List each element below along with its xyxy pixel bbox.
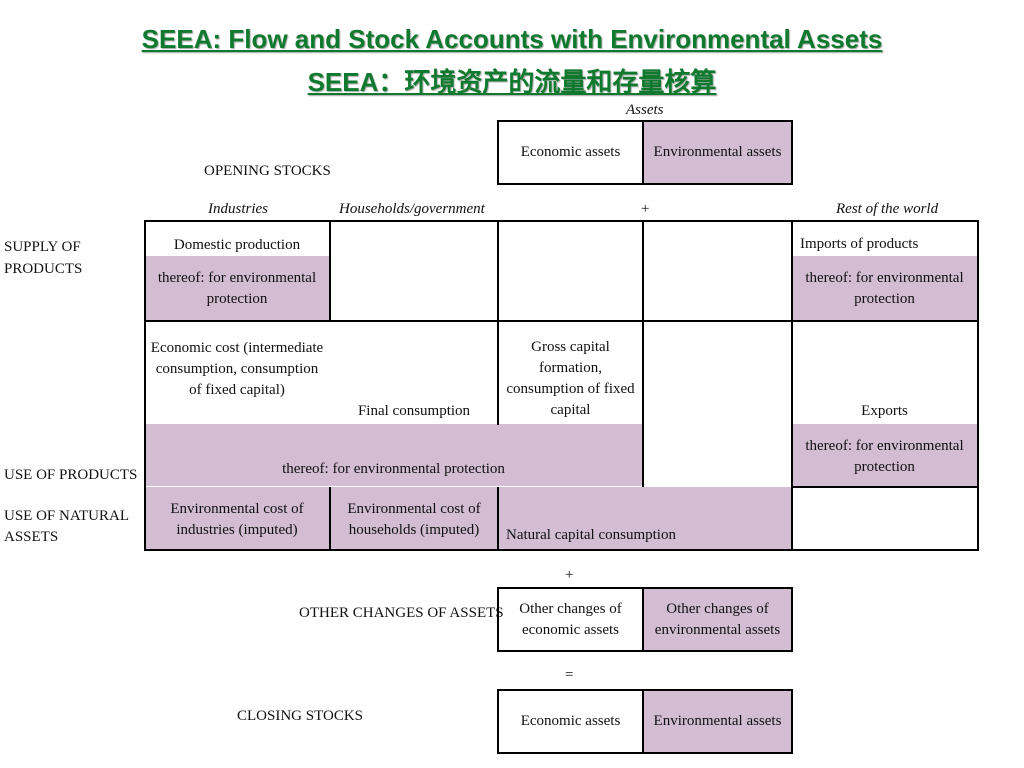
cell-final-consumption: Final consumption xyxy=(357,402,471,419)
closing-environmental-assets: Environmental assets xyxy=(643,690,792,753)
col-header-industries: Industries xyxy=(208,201,268,217)
row-label-supply: SUPPLY OF PRODUCTS xyxy=(4,239,83,277)
cell-natural-capital-consumption: Natural capital consumption xyxy=(506,527,676,543)
opening-economic-assets: Economic assets xyxy=(520,144,621,160)
other-changes-label: OTHER CHANGES OF ASSETS xyxy=(299,605,504,621)
cell-env-cost-industries: Environmental cost of industries (impute… xyxy=(170,501,304,538)
cell-gross-capital-formation: Gross capital formation, consumption of … xyxy=(506,339,635,418)
cell-thereof-env-industries: thereof: for environmental protection xyxy=(157,270,317,307)
row-label-use-products: USE OF PRODUCTS xyxy=(4,467,138,483)
cell-economic-cost: Economic cost (intermediate consumption,… xyxy=(150,339,324,398)
cell-env-cost-households: Environmental cost of households (impute… xyxy=(347,501,481,538)
cell-imports: Imports of products xyxy=(800,236,919,252)
row-label-use-natural: USE OF NATURAL ASSETS xyxy=(4,508,129,545)
page-subtitle: SEEA：环境资产的流量和存量核算 xyxy=(307,67,717,97)
opening-environmental-assets: Environmental assets xyxy=(643,121,792,184)
cell-domestic-production: Domestic production xyxy=(173,236,301,253)
cell-exports: Exports xyxy=(861,402,908,419)
plus-sign: + xyxy=(565,567,574,583)
assets-header: Assets xyxy=(626,102,664,118)
other-changes-economic: Other changes of economic assets xyxy=(519,600,622,638)
other-changes-environmental: Other changes of environmental assets xyxy=(643,588,792,651)
col-header-rest-of-world: Rest of the world xyxy=(836,201,939,217)
closing-economic-assets: Economic assets xyxy=(520,713,621,729)
opening-stocks-label: OPENING STOCKS xyxy=(204,163,331,179)
cell-thereof-env-imports: thereof: for environmental protection xyxy=(805,270,964,307)
page-title: SEEA: Flow and Stock Accounts with Envir… xyxy=(141,24,883,54)
col-header-plus: + xyxy=(641,201,650,217)
equals-sign: = xyxy=(565,667,574,683)
col-header-households: Households/government xyxy=(339,201,485,217)
cell-thereof-env-wide: thereof: for environmental protection xyxy=(282,460,505,477)
closing-stocks-label: CLOSING STOCKS xyxy=(237,708,363,724)
cell-thereof-env-exports: thereof: for environmental protection xyxy=(805,438,964,475)
